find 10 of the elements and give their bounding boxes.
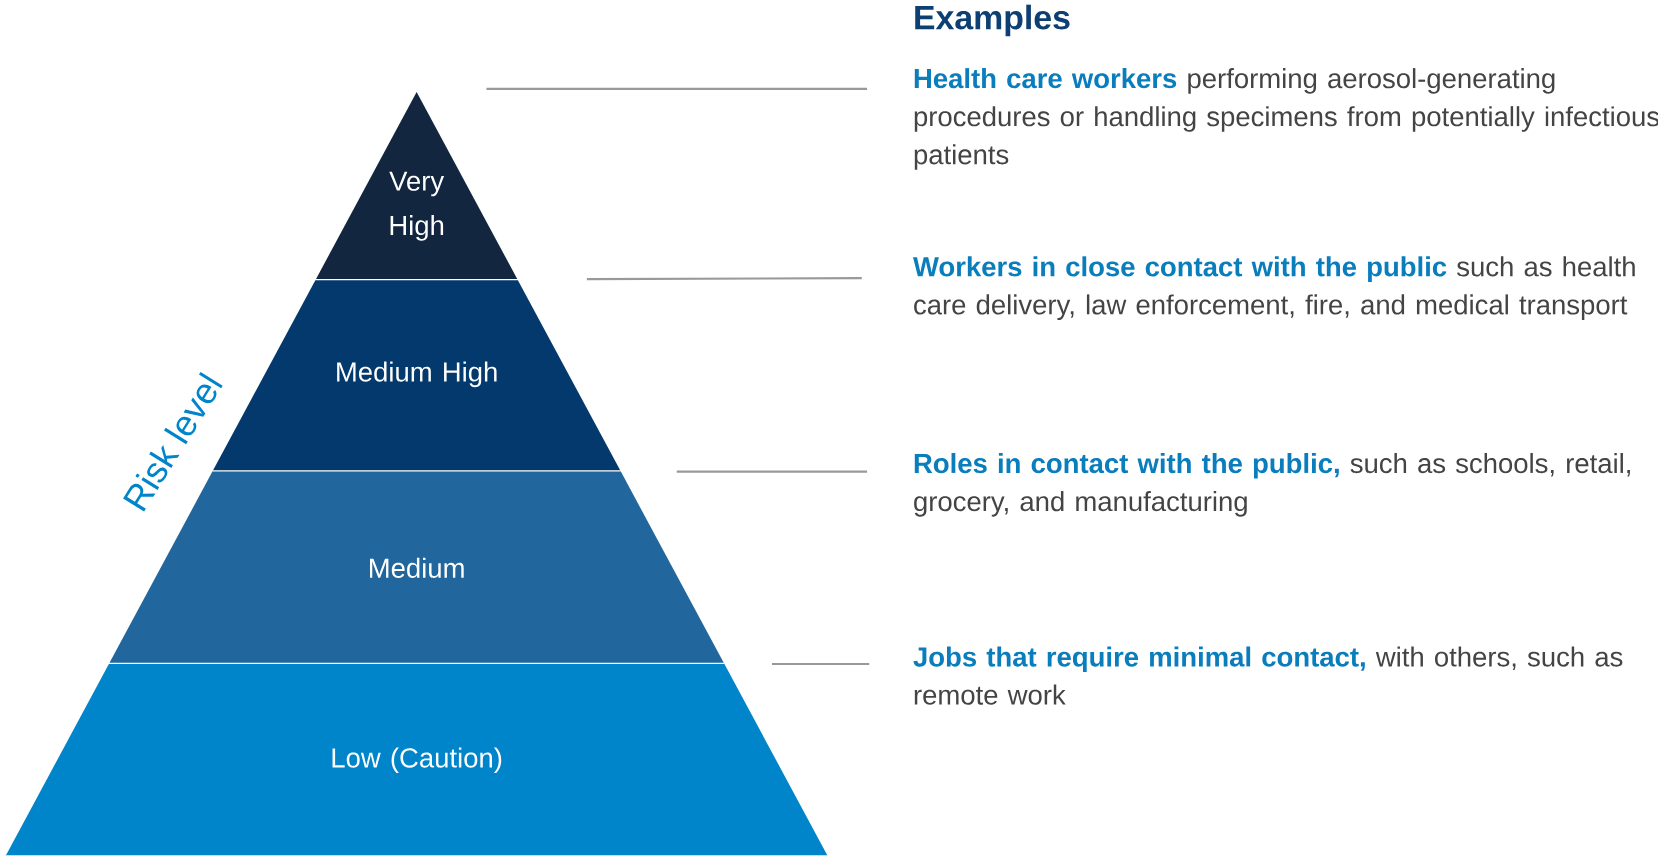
leader-line — [586, 276, 862, 280]
leader-line — [771, 662, 870, 665]
pyramid-tier: Low (Caution) — [5, 663, 828, 856]
pyramid-tier: Very High — [315, 91, 518, 282]
example-text: Roles in contact with the public, such as schools, retail, grocery, and manufacturing — [914, 452, 1630, 517]
example-text: Jobs that require minimal contact, with others, such as remote work — [913, 646, 1623, 705]
example-text: Workers in close contact with the public such as health care delivery, law enforcement, fire, and medical transport — [913, 256, 1635, 320]
heading: Examples — [915, 4, 1070, 36]
leader-line — [486, 87, 868, 90]
leader-line — [676, 470, 868, 473]
